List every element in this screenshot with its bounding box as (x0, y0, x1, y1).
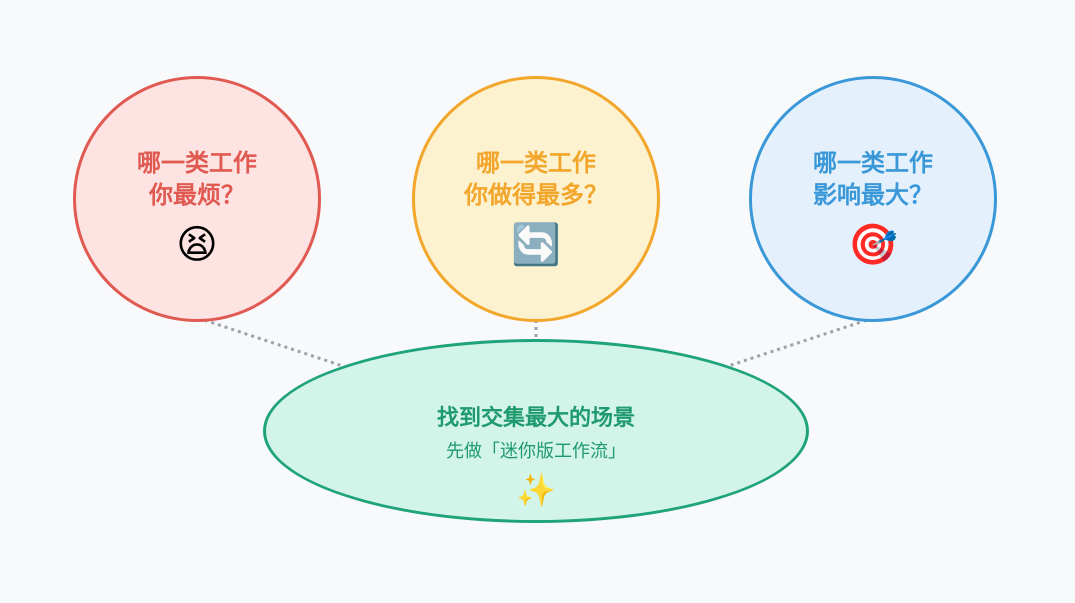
sparkles-icon: ✨ (516, 471, 556, 509)
circle-most-annoying-text: 哪一类工作 你最烦？ (137, 147, 257, 211)
circle-biggest-impact: 哪一类工作 影响最大？ 🎯 (749, 76, 997, 322)
circle-most-frequent-line1: 哪一类工作 (476, 149, 596, 177)
circle-most-annoying-line2: 你最烦？ (149, 181, 245, 209)
intersection-title: 找到交集最大的场景 (436, 406, 635, 431)
repeat-arrows-icon: 🔄 (511, 222, 561, 268)
circle-most-frequent-text: 哪一类工作 你做得最多？ (464, 147, 608, 211)
circle-most-frequent-line2: 你做得最多？ (464, 181, 608, 209)
intersection-subtitle: 先做「迷你版工作流」 (446, 441, 626, 462)
circle-most-frequent: 哪一类工作 你做得最多？ 🔄 (412, 76, 660, 322)
intersection-ellipse: 找到交集最大的场景 先做「迷你版工作流」 ✨ (263, 339, 809, 523)
circle-most-annoying-line1: 哪一类工作 (137, 149, 257, 177)
circle-most-annoying: 哪一类工作 你最烦？ 😫 (73, 76, 321, 322)
connector-line-right (667, 316, 874, 388)
circle-biggest-impact-line2: 影响最大？ (813, 181, 933, 209)
circle-biggest-impact-text: 哪一类工作 影响最大？ (813, 147, 933, 211)
circle-biggest-impact-line1: 哪一类工作 (813, 149, 933, 177)
target-dart-icon: 🎯 (848, 222, 898, 268)
tired-face-icon: 😫 (176, 222, 218, 268)
